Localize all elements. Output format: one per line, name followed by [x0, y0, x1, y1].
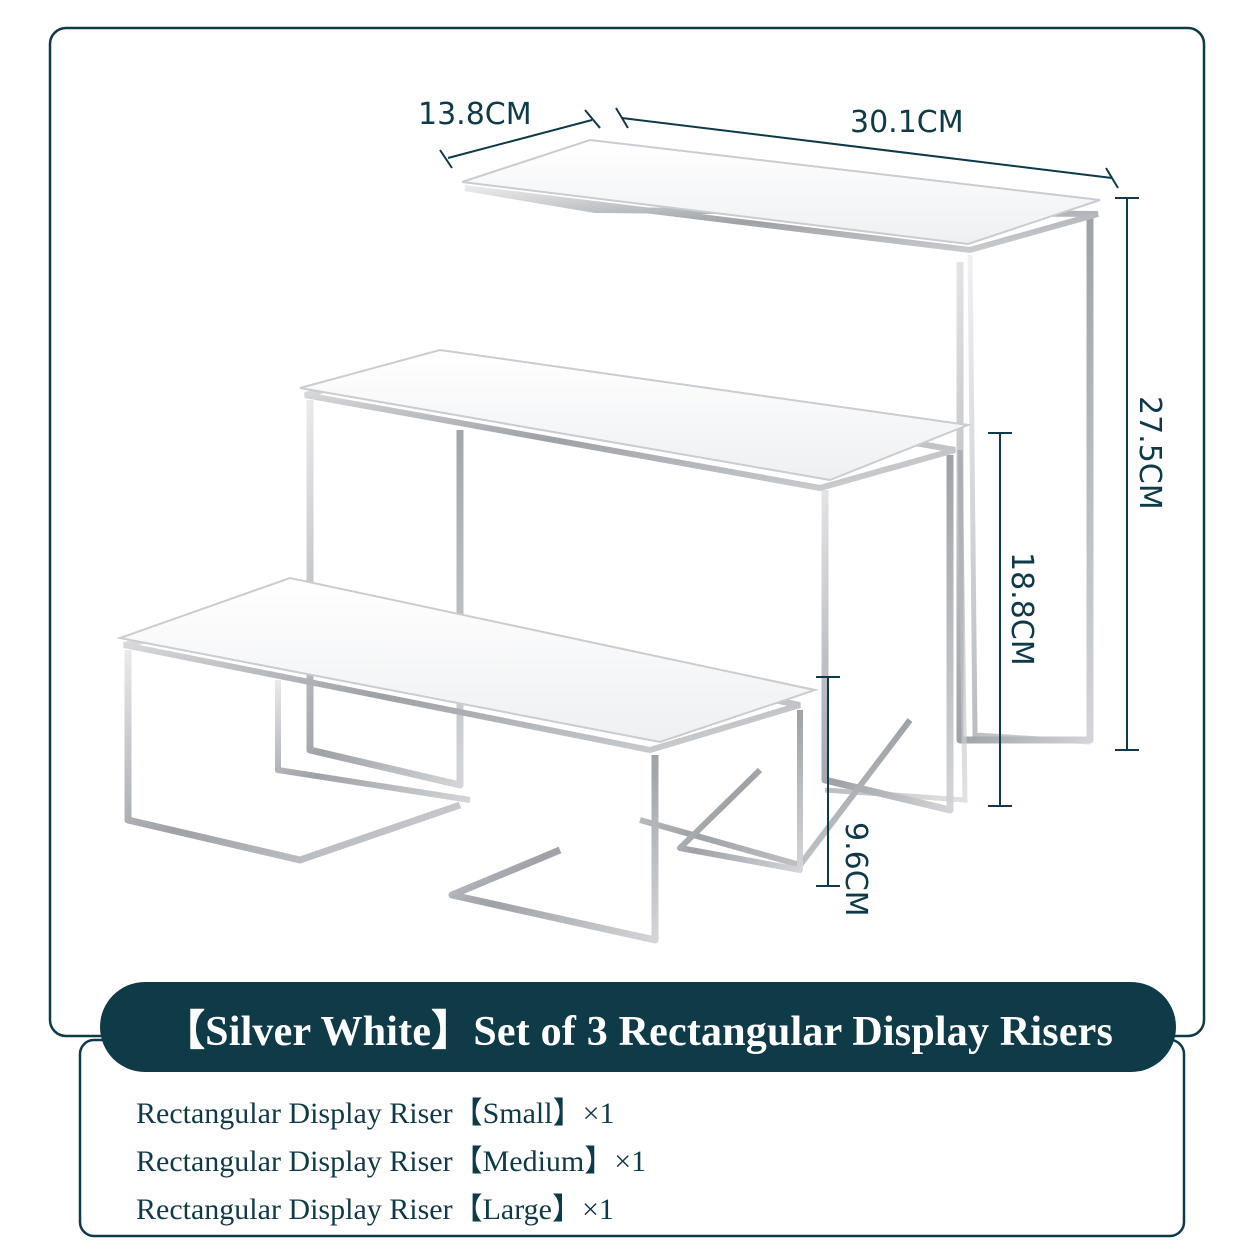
title-banner: 【Silver White】Set of 3 Rectangular Displ… [100, 982, 1176, 1072]
list-item-large: Rectangular Display Riser【Large】×1 [136, 1193, 614, 1226]
small-riser [116, 576, 819, 944]
list-item-medium: Rectangular Display Riser【Medium】×1 [136, 1145, 647, 1178]
contents-list: Rectangular Display Riser【Small】×1 Recta… [136, 1090, 646, 1234]
product-title: 【Silver White】Set of 3 Rectangular Displ… [162, 1008, 1114, 1055]
dimension-width: 30.1CM [615, 105, 1119, 189]
height-large-label: 27.5CM [1132, 396, 1167, 510]
dimension-depth: 13.8CM [418, 97, 601, 169]
dimension-height-medium: 18.8CM [988, 432, 1039, 807]
dimension-height-large: 27.5CM [1115, 197, 1167, 751]
width-label: 30.1CM [850, 105, 964, 140]
dimension-height-small: 9.6CM [816, 676, 873, 917]
depth-label: 13.8CM [418, 97, 532, 132]
list-item-small: Rectangular Display Riser【Small】×1 [136, 1097, 615, 1130]
height-small-label: 9.6CM [838, 822, 873, 917]
height-medium-label: 18.8CM [1004, 552, 1039, 666]
